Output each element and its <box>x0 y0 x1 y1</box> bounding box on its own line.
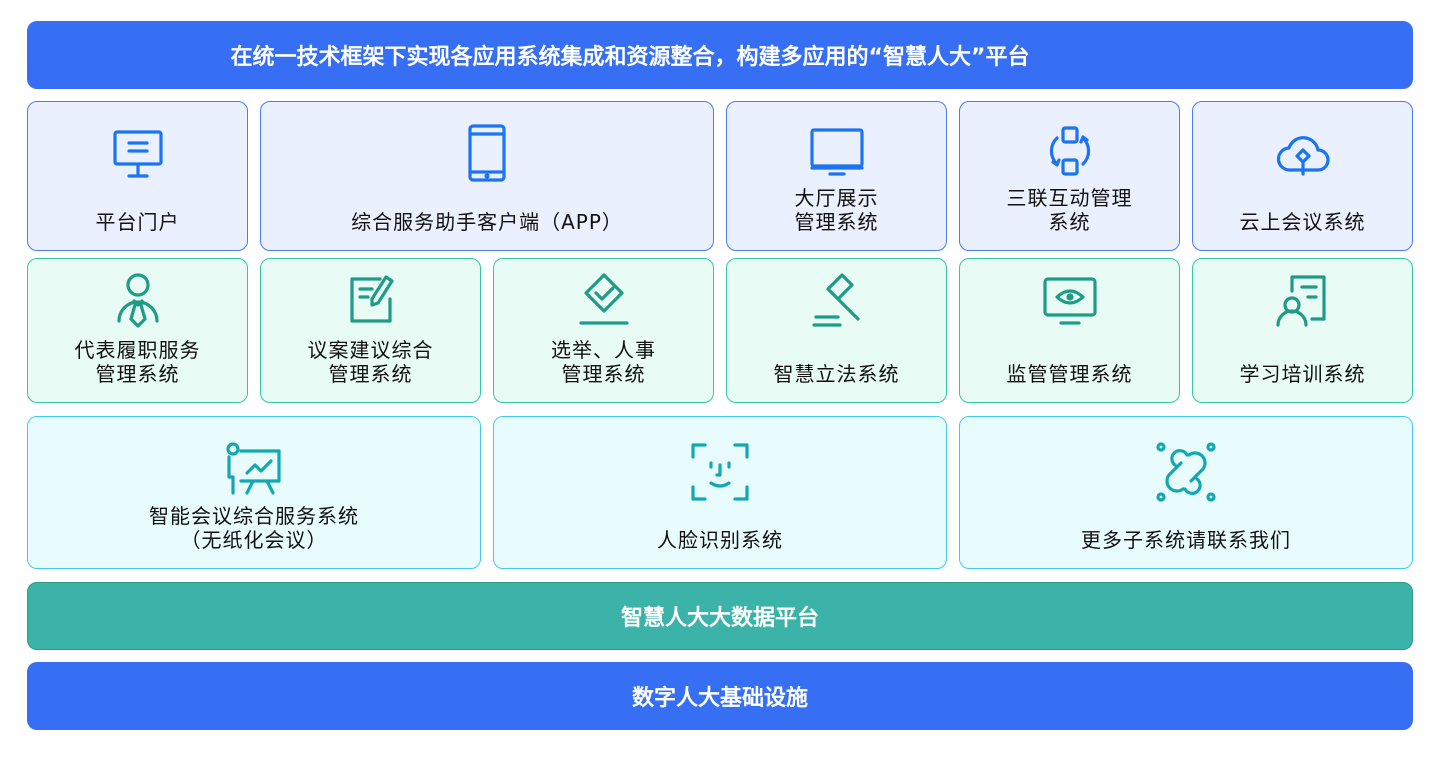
header-banner: 在统一技术框架下实现各应用系统集成和资源整合，构建多应用的“智慧人大”平台 <box>27 21 1413 89</box>
card-label: 选举、人事 管理系统 <box>551 338 656 386</box>
tablet-icon <box>468 124 506 182</box>
card-label: 智慧立法系统 <box>773 362 900 386</box>
desktop-icon <box>809 128 864 176</box>
monitor-icon <box>112 130 163 178</box>
card-label: 学习培训系统 <box>1239 362 1366 386</box>
card-smart-meeting[interactable]: 智能会议综合服务系统 （无纸化会议） <box>27 416 481 569</box>
data-platform-bar: 智慧人大大数据平台 <box>27 582 1413 650</box>
card-legislation[interactable]: 智慧立法系统 <box>726 258 947 403</box>
row-business-systems: 代表履职服务 管理系统 议案建议综合 管理系统 选举、人事 管理系统 智慧立法系… <box>27 258 1413 403</box>
representative-icon <box>116 273 159 328</box>
card-portal[interactable]: 平台门户 <box>27 101 248 251</box>
sync-icon <box>1049 126 1090 176</box>
edit-document-icon <box>349 275 394 323</box>
card-election[interactable]: 选举、人事 管理系统 <box>493 258 714 403</box>
card-label: 三联互动管理 系统 <box>1006 186 1133 234</box>
row-extended-systems: 智能会议综合服务系统 （无纸化会议） 人脸识别系统 更多子系统请联系我们 <box>27 416 1413 569</box>
card-label: 大厅展示 管理系统 <box>794 186 879 234</box>
header-title: 在统一技术框架下实现各应用系统集成和资源整合，构建多应用的“智慧人大”平台 <box>230 45 1030 70</box>
training-icon <box>1275 275 1326 327</box>
card-label: 智能会议综合服务系统 （无纸化会议） <box>149 504 359 552</box>
face-recognition-icon <box>691 443 749 501</box>
vote-check-icon <box>578 273 629 325</box>
card-representative[interactable]: 代表履职服务 管理系统 <box>27 258 248 403</box>
gavel-icon <box>811 273 860 327</box>
card-label: 人脸识别系统 <box>657 528 783 552</box>
connect-icon <box>1156 442 1216 502</box>
card-label: 平台门户 <box>95 210 180 234</box>
cloud-icon <box>1276 136 1330 176</box>
monitor-eye-icon <box>1042 277 1097 325</box>
card-label: 监管管理系统 <box>1006 362 1133 386</box>
row-applications: 平台门户 综合服务助手客户端（APP） 大厅展示 管理系统 三联互动管理 系统 … <box>27 101 1413 251</box>
card-label: 更多子系统请联系我们 <box>1081 528 1291 552</box>
card-interaction[interactable]: 三联互动管理 系统 <box>959 101 1180 251</box>
card-supervision[interactable]: 监管管理系统 <box>959 258 1180 403</box>
card-app[interactable]: 综合服务助手客户端（APP） <box>260 101 714 251</box>
presentation-icon <box>226 442 281 495</box>
card-label: 云上会议系统 <box>1239 210 1366 234</box>
card-label: 代表履职服务 管理系统 <box>74 338 201 386</box>
data-platform-title: 智慧人大大数据平台 <box>620 606 819 631</box>
card-hall-display[interactable]: 大厅展示 管理系统 <box>726 101 947 251</box>
infrastructure-title: 数字人大基础设施 <box>631 686 808 711</box>
card-label: 综合服务助手客户端（APP） <box>351 210 623 234</box>
card-label: 议案建议综合 管理系统 <box>307 338 434 386</box>
infrastructure-bar: 数字人大基础设施 <box>27 662 1413 730</box>
card-proposal[interactable]: 议案建议综合 管理系统 <box>260 258 481 403</box>
card-face-recognition[interactable]: 人脸识别系统 <box>493 416 947 569</box>
card-more-systems[interactable]: 更多子系统请联系我们 <box>959 416 1413 569</box>
card-training[interactable]: 学习培训系统 <box>1192 258 1413 403</box>
card-cloud-meeting[interactable]: 云上会议系统 <box>1192 101 1413 251</box>
